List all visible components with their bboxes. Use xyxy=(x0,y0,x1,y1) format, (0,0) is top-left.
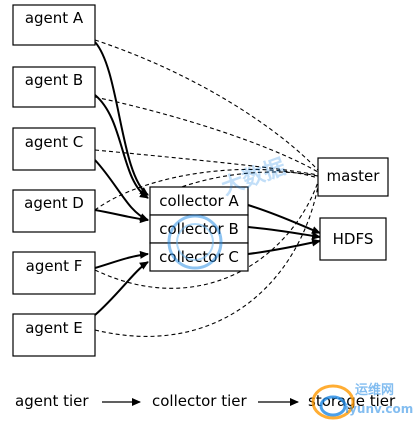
arrow-agent-d-collector-b xyxy=(94,209,149,224)
arrow-agent-f-collector-c xyxy=(94,250,149,269)
arrow-collector-b-hdfs xyxy=(247,226,321,240)
arrow-collector-c-hdfs xyxy=(247,238,321,255)
collector-b-node: collector B xyxy=(149,214,249,244)
agent-c-label: agent C xyxy=(25,133,84,151)
hdfs-label: HDFS xyxy=(333,230,374,248)
agent-e-node: agent E xyxy=(12,313,96,357)
agent-f-node: agent F xyxy=(12,251,96,295)
hdfs-node: HDFS xyxy=(319,217,387,261)
agent-a-node: agent A xyxy=(12,4,96,46)
dashed-links xyxy=(94,39,319,337)
arrow-agent-b-collector-a xyxy=(94,94,149,199)
agent-b-label: agent B xyxy=(25,71,83,89)
arrow-agent-a-collector-a xyxy=(94,41,149,196)
data-flow-arrows xyxy=(94,41,321,316)
legend-collector-tier: collector tier xyxy=(152,392,248,410)
watermark-logo-text: 大数据 xyxy=(218,154,289,201)
master-label: master xyxy=(327,167,381,185)
dash-agent-a-master xyxy=(94,39,319,171)
master-node: master xyxy=(317,157,389,197)
arrow-collector-a-hdfs xyxy=(247,204,321,234)
agent-c-node: agent C xyxy=(12,127,96,171)
arrow-agent-e-collector-c xyxy=(94,261,149,316)
legend-agent-tier: agent tier xyxy=(15,392,89,410)
tier-legend: agent tier collector tier storage tier xyxy=(15,392,396,410)
agent-d-node: agent D xyxy=(12,189,96,233)
dash-agent-b-master xyxy=(94,96,319,173)
site-watermark: 运维网 iyunv.com xyxy=(311,382,413,420)
dash-agent-e-master xyxy=(94,185,319,337)
agent-d-label: agent D xyxy=(24,194,84,212)
agent-e-label: agent E xyxy=(25,319,83,337)
dash-agent-c-master xyxy=(94,149,319,176)
agent-a-label: agent A xyxy=(25,9,84,27)
site-watermark-name: 运维网 xyxy=(355,382,394,398)
collector-a-label: collector A xyxy=(159,192,239,210)
agent-b-node: agent B xyxy=(12,66,96,108)
dash-agent-f-master xyxy=(94,181,319,289)
agent-f-label: agent F xyxy=(26,257,83,275)
site-watermark-url: iyunv.com xyxy=(345,402,413,416)
collector-a-node: collector A xyxy=(149,186,249,216)
